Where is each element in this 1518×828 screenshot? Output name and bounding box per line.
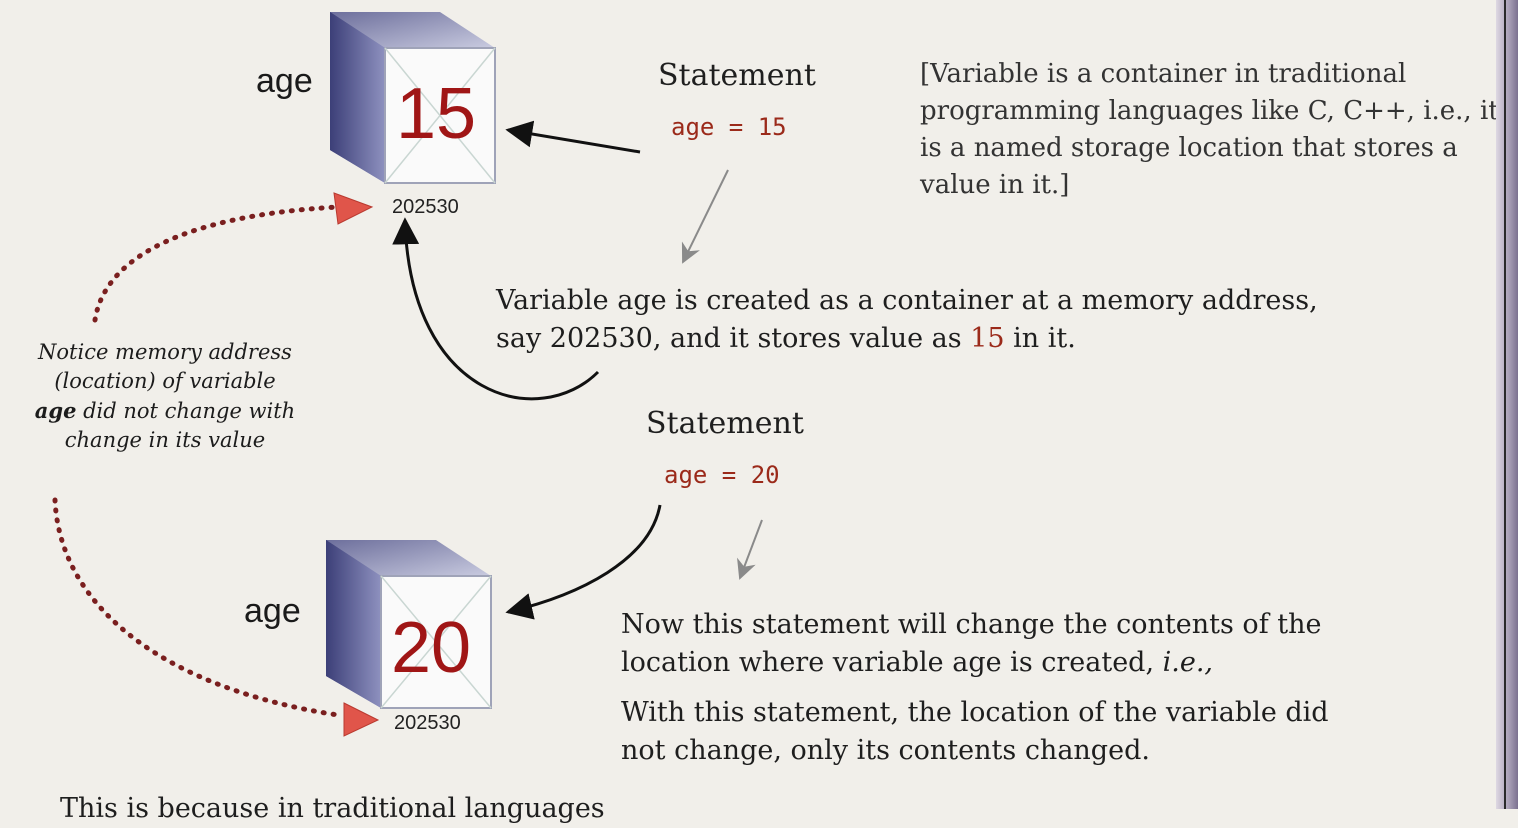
page-edge [1496, 0, 1518, 809]
dotted-arrow-head-1 [333, 192, 374, 225]
side-note: Notice memory address (location) of vari… [6, 338, 324, 455]
box-2-value: 20 [391, 608, 472, 688]
side-note-bold: age [34, 398, 77, 423]
explanation-2: Now this statement will change the conte… [621, 606, 1481, 770]
statement-1-code: age = 15 [671, 113, 787, 141]
box-1-address: 202530 [392, 196, 459, 218]
arrow-statement1-to-box1 [505, 120, 641, 154]
dotted-arrow-to-address2 [52, 497, 341, 718]
memory-box-1-cube [330, 12, 496, 184]
side-note-line-2: (location) of variable [54, 369, 276, 393]
box-1-value: 15 [396, 74, 477, 154]
page-edge-line [1504, 0, 1506, 809]
explanation-1-line-1: Variable age is created as a container a… [496, 285, 1318, 316]
arrow-statement2-to-box2 [505, 504, 662, 620]
statement-1-title: Statement [658, 58, 816, 93]
arrow-explanation1-to-address1 [392, 217, 600, 401]
memory-box-2-cube [326, 540, 492, 709]
explanation-2-line-2-italic: i.e., [1162, 647, 1214, 678]
explanation-1-line-2-end: in it. [1004, 323, 1076, 354]
diagram-canvas [52, 12, 763, 737]
explanation-2-line-4: not change, only its contents changed. [621, 735, 1150, 766]
explanation-2-line-2: location where variable age is created, … [621, 644, 1481, 682]
dotted-arrow-head-2 [343, 702, 380, 737]
explanation-1-value: 15 [970, 323, 1005, 354]
explanation-1: Variable age is created as a container a… [496, 282, 1456, 358]
explanation-1-line-2-start: say 202530, and it stores value as [496, 323, 971, 354]
container-note: [Variable is a container in traditional … [920, 59, 1499, 200]
explanation-2-line-3: With this statement, the location of the… [621, 697, 1329, 728]
dotted-arrow-to-address1 [92, 204, 341, 323]
side-note-line-3: age did not change with [6, 396, 324, 426]
box-1-label: age [256, 62, 313, 100]
arrow-statement2-to-explanation2 [737, 519, 763, 580]
statement-2-code: age = 20 [664, 461, 780, 489]
bottom-text: This is because in traditional languages [60, 793, 605, 824]
side-note-line-3-rest: did not change with [76, 399, 296, 423]
side-note-line-4: change in its value [64, 428, 266, 452]
statement-2-title: Statement [646, 406, 804, 441]
box-2-label: age [244, 592, 301, 630]
explanation-2-line-1: Now this statement will change the conte… [621, 609, 1322, 640]
arrow-statement1-to-explanation1 [681, 169, 729, 264]
box-2-address: 202530 [394, 712, 461, 734]
side-note-line-1: Notice memory address [38, 340, 292, 364]
explanation-1-line-2: say 202530, and it stores value as 15 in… [496, 320, 1456, 358]
explanation-2-line-2-start: location where variable age is created, [621, 647, 1163, 678]
